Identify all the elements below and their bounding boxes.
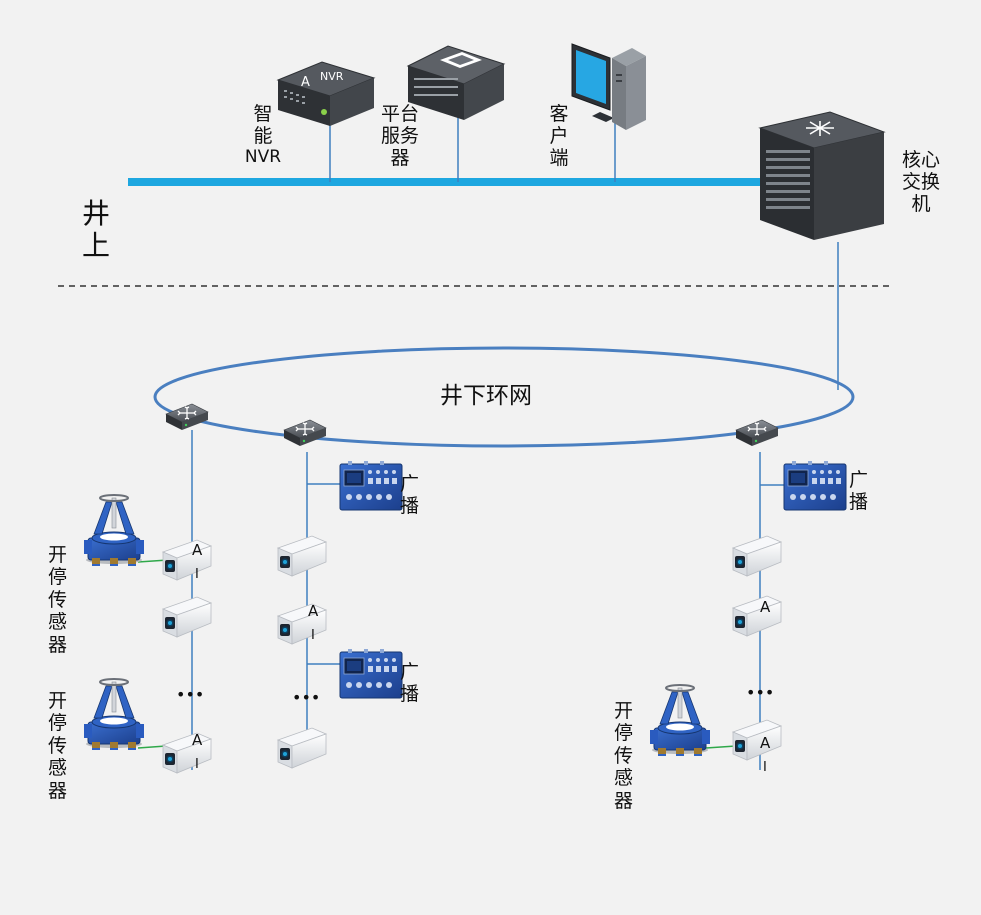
broadcast-label-line: 广 xyxy=(400,473,420,495)
platform-label-line: 器 xyxy=(390,146,410,169)
stop-sensor-label-char: 开 xyxy=(614,700,634,722)
broadcast-label-line: 广 xyxy=(400,661,420,683)
ai-camera-icon-2 xyxy=(162,732,212,774)
camera-icon-4 xyxy=(732,535,782,577)
stop-sensor-label-char: 传 xyxy=(48,588,68,611)
stop-sensor-label-char: 感 xyxy=(48,757,68,780)
stop-sensor-label-char: 开 xyxy=(48,690,68,712)
broadcast-device-icon-2 xyxy=(339,648,403,699)
above-ground-label: 井 上 xyxy=(82,197,111,263)
ai-label-i: I xyxy=(311,628,315,643)
broadcast-device-icon-1 xyxy=(339,460,403,511)
nvr-label: 智 能 NVR xyxy=(240,103,286,167)
camera-icon-1 xyxy=(162,596,212,638)
stop-sensor-label: 开 停 传 感 器 xyxy=(614,700,633,812)
broadcast-label-line: 播 xyxy=(849,490,869,513)
ring-switch-icon-2 xyxy=(283,419,327,447)
core-switch-label-line: 核心 xyxy=(901,149,940,171)
nvr-device-icon xyxy=(276,61,376,126)
ai-label-i: I xyxy=(195,567,199,582)
platform-server-icon xyxy=(406,45,506,120)
broadcast-label-line: 广 xyxy=(849,469,869,491)
ai-camera-icon-1 xyxy=(162,539,212,581)
broadcast-device-icon-3 xyxy=(783,460,847,511)
client-pc-icon xyxy=(571,43,646,130)
ring-switch-icon-3 xyxy=(735,419,779,447)
platform-server-label: 平台 服务 器 xyxy=(374,103,426,170)
ai-camera-icon-5 xyxy=(732,719,782,761)
ellipsis-marker: ••• xyxy=(292,688,320,707)
stop-sensor-label-char: 器 xyxy=(614,789,634,812)
client-label-line: 户 xyxy=(549,124,569,147)
ring-switch-icon-1 xyxy=(165,403,209,431)
broadcast-label: 广 播 xyxy=(849,469,869,514)
ring-network-label: 井下环网 xyxy=(440,383,532,409)
nvr-badge-a: A xyxy=(301,75,310,90)
camera-icon-2 xyxy=(277,535,327,577)
client-label-line: 客 xyxy=(549,103,569,125)
core-switch-icon xyxy=(758,111,886,240)
ai-label-a: A xyxy=(192,731,203,749)
platform-label-line: 服务 xyxy=(380,124,419,147)
ai-camera-icon-4 xyxy=(732,595,782,637)
stop-sensor-label: 开 停 传 感 器 xyxy=(48,690,67,802)
ai-label-a: A xyxy=(192,541,203,559)
sensor-link-2 xyxy=(137,745,167,749)
above-ground-label-line: 上 xyxy=(82,229,111,263)
platform-label-line: 平台 xyxy=(380,103,419,125)
stop-sensor-label-char: 停 xyxy=(48,566,68,589)
broadcast-label: 广 播 xyxy=(400,473,420,518)
camera-icon-3 xyxy=(277,727,327,769)
broadcast-label-line: 播 xyxy=(400,494,420,517)
ring-network-ellipse xyxy=(153,346,855,448)
core-switch-label-line: 机 xyxy=(911,192,931,215)
nvr-label-line: 智 xyxy=(253,103,273,125)
ellipsis-marker: ••• xyxy=(176,685,204,704)
stop-sensor-label-char: 器 xyxy=(48,633,68,656)
stop-sensor-icon-2 xyxy=(83,678,145,751)
ellipsis-marker: ••• xyxy=(746,683,774,702)
stop-sensor-icon-3 xyxy=(649,684,711,757)
ai-label-a: A xyxy=(760,598,771,616)
nvr-badge-text: NVR xyxy=(320,70,344,83)
stop-sensor-label-char: 器 xyxy=(48,779,68,802)
stop-sensor-label-char: 感 xyxy=(48,611,68,634)
ai-camera-icon-3 xyxy=(277,603,327,645)
ai-label-a: A xyxy=(760,734,771,752)
broadcast-label: 广 播 xyxy=(400,661,420,706)
core-switch-label: 核心 交换 机 xyxy=(896,149,946,216)
stop-sensor-label-char: 停 xyxy=(48,712,68,735)
stop-sensor-label-char: 开 xyxy=(48,544,68,566)
broadcast-label-line: 播 xyxy=(400,682,420,705)
stop-sensor-label-char: 停 xyxy=(614,722,634,745)
stop-sensor-label-char: 感 xyxy=(614,767,634,790)
client-label: 客 户 端 xyxy=(546,103,572,170)
sensor-link-3 xyxy=(705,745,737,749)
stop-sensor-label-char: 传 xyxy=(614,744,634,767)
client-label-line: 端 xyxy=(549,146,569,169)
ai-label-i: I xyxy=(195,757,199,772)
nvr-label-line: 能 xyxy=(253,124,273,147)
stop-sensor-label: 开 停 传 感 器 xyxy=(48,544,67,656)
core-switch-label-line: 交换 xyxy=(901,170,940,193)
nvr-label-line: NVR xyxy=(244,146,282,167)
ai-label-a: A xyxy=(308,602,319,620)
above-ground-label-line: 井 xyxy=(82,197,111,230)
stop-sensor-icon-1 xyxy=(83,494,145,567)
ai-label-i: I xyxy=(763,760,767,775)
stop-sensor-label-char: 传 xyxy=(48,734,68,757)
